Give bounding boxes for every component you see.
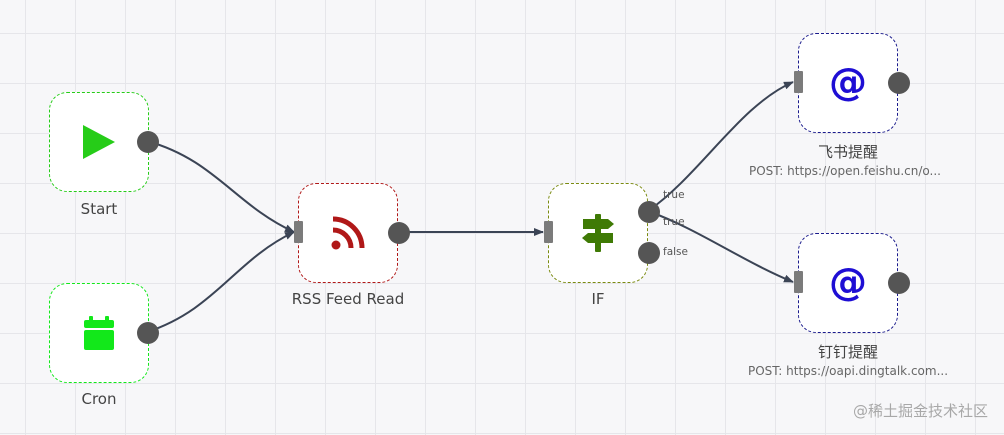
feishu-output-port[interactable] [888, 72, 910, 94]
dingtalk-input-port[interactable] [794, 271, 803, 293]
if-false-output-port[interactable] [638, 242, 660, 264]
dingtalk-webhook-node[interactable]: @ [798, 233, 898, 333]
feishu-node-label: 飞书提醒 [817, 143, 878, 161]
rss-icon [331, 216, 365, 250]
edge-cron-to-rss[interactable] [146, 231, 295, 333]
rss-output-port[interactable] [388, 222, 410, 244]
if-node[interactable] [548, 183, 648, 283]
feishu-input-port[interactable] [794, 71, 803, 93]
feishu-webhook-node[interactable]: @ [798, 33, 898, 133]
rss-node[interactable] [298, 183, 398, 283]
dingtalk-node-label: 钉钉提醒 [817, 343, 878, 361]
if-input-port[interactable] [544, 221, 553, 243]
at-icon: @ [828, 263, 868, 303]
feishu-node-subtitle: POST: https://open.feishu.cn/o... [749, 164, 941, 178]
watermark: @稀土掘金技术社区 [852, 402, 988, 420]
edge-if-true-to-dingtalk[interactable] [647, 210, 794, 283]
start-output-port[interactable] [137, 131, 159, 153]
if-port-label-false: false [663, 246, 688, 258]
dingtalk-node-subtitle: POST: https://oapi.dingtalk.com... [747, 364, 949, 378]
rss-node-label: RSS Feed Read [291, 290, 405, 308]
if-node-label: IF [591, 290, 605, 308]
edge-if-true-to-feishu[interactable] [647, 81, 794, 212]
start-node-label: Start [80, 200, 118, 218]
if-port-label-true-2: true [663, 216, 685, 228]
play-icon [81, 123, 117, 161]
cron-node[interactable] [49, 283, 149, 383]
cron-output-port[interactable] [137, 322, 159, 344]
if-port-label-true: true [663, 189, 685, 201]
start-node[interactable] [49, 92, 149, 192]
rss-input-port[interactable] [294, 221, 303, 243]
at-icon: @ [828, 63, 868, 103]
if-true-output-port[interactable] [638, 201, 660, 223]
cron-node-label: Cron [81, 390, 117, 408]
signpost-icon [580, 213, 616, 253]
dingtalk-output-port[interactable] [888, 272, 910, 294]
svg-text:@: @ [829, 263, 867, 303]
svg-text:@: @ [829, 63, 867, 103]
calendar-icon [83, 315, 115, 351]
edge-start-to-rss[interactable] [146, 140, 295, 233]
